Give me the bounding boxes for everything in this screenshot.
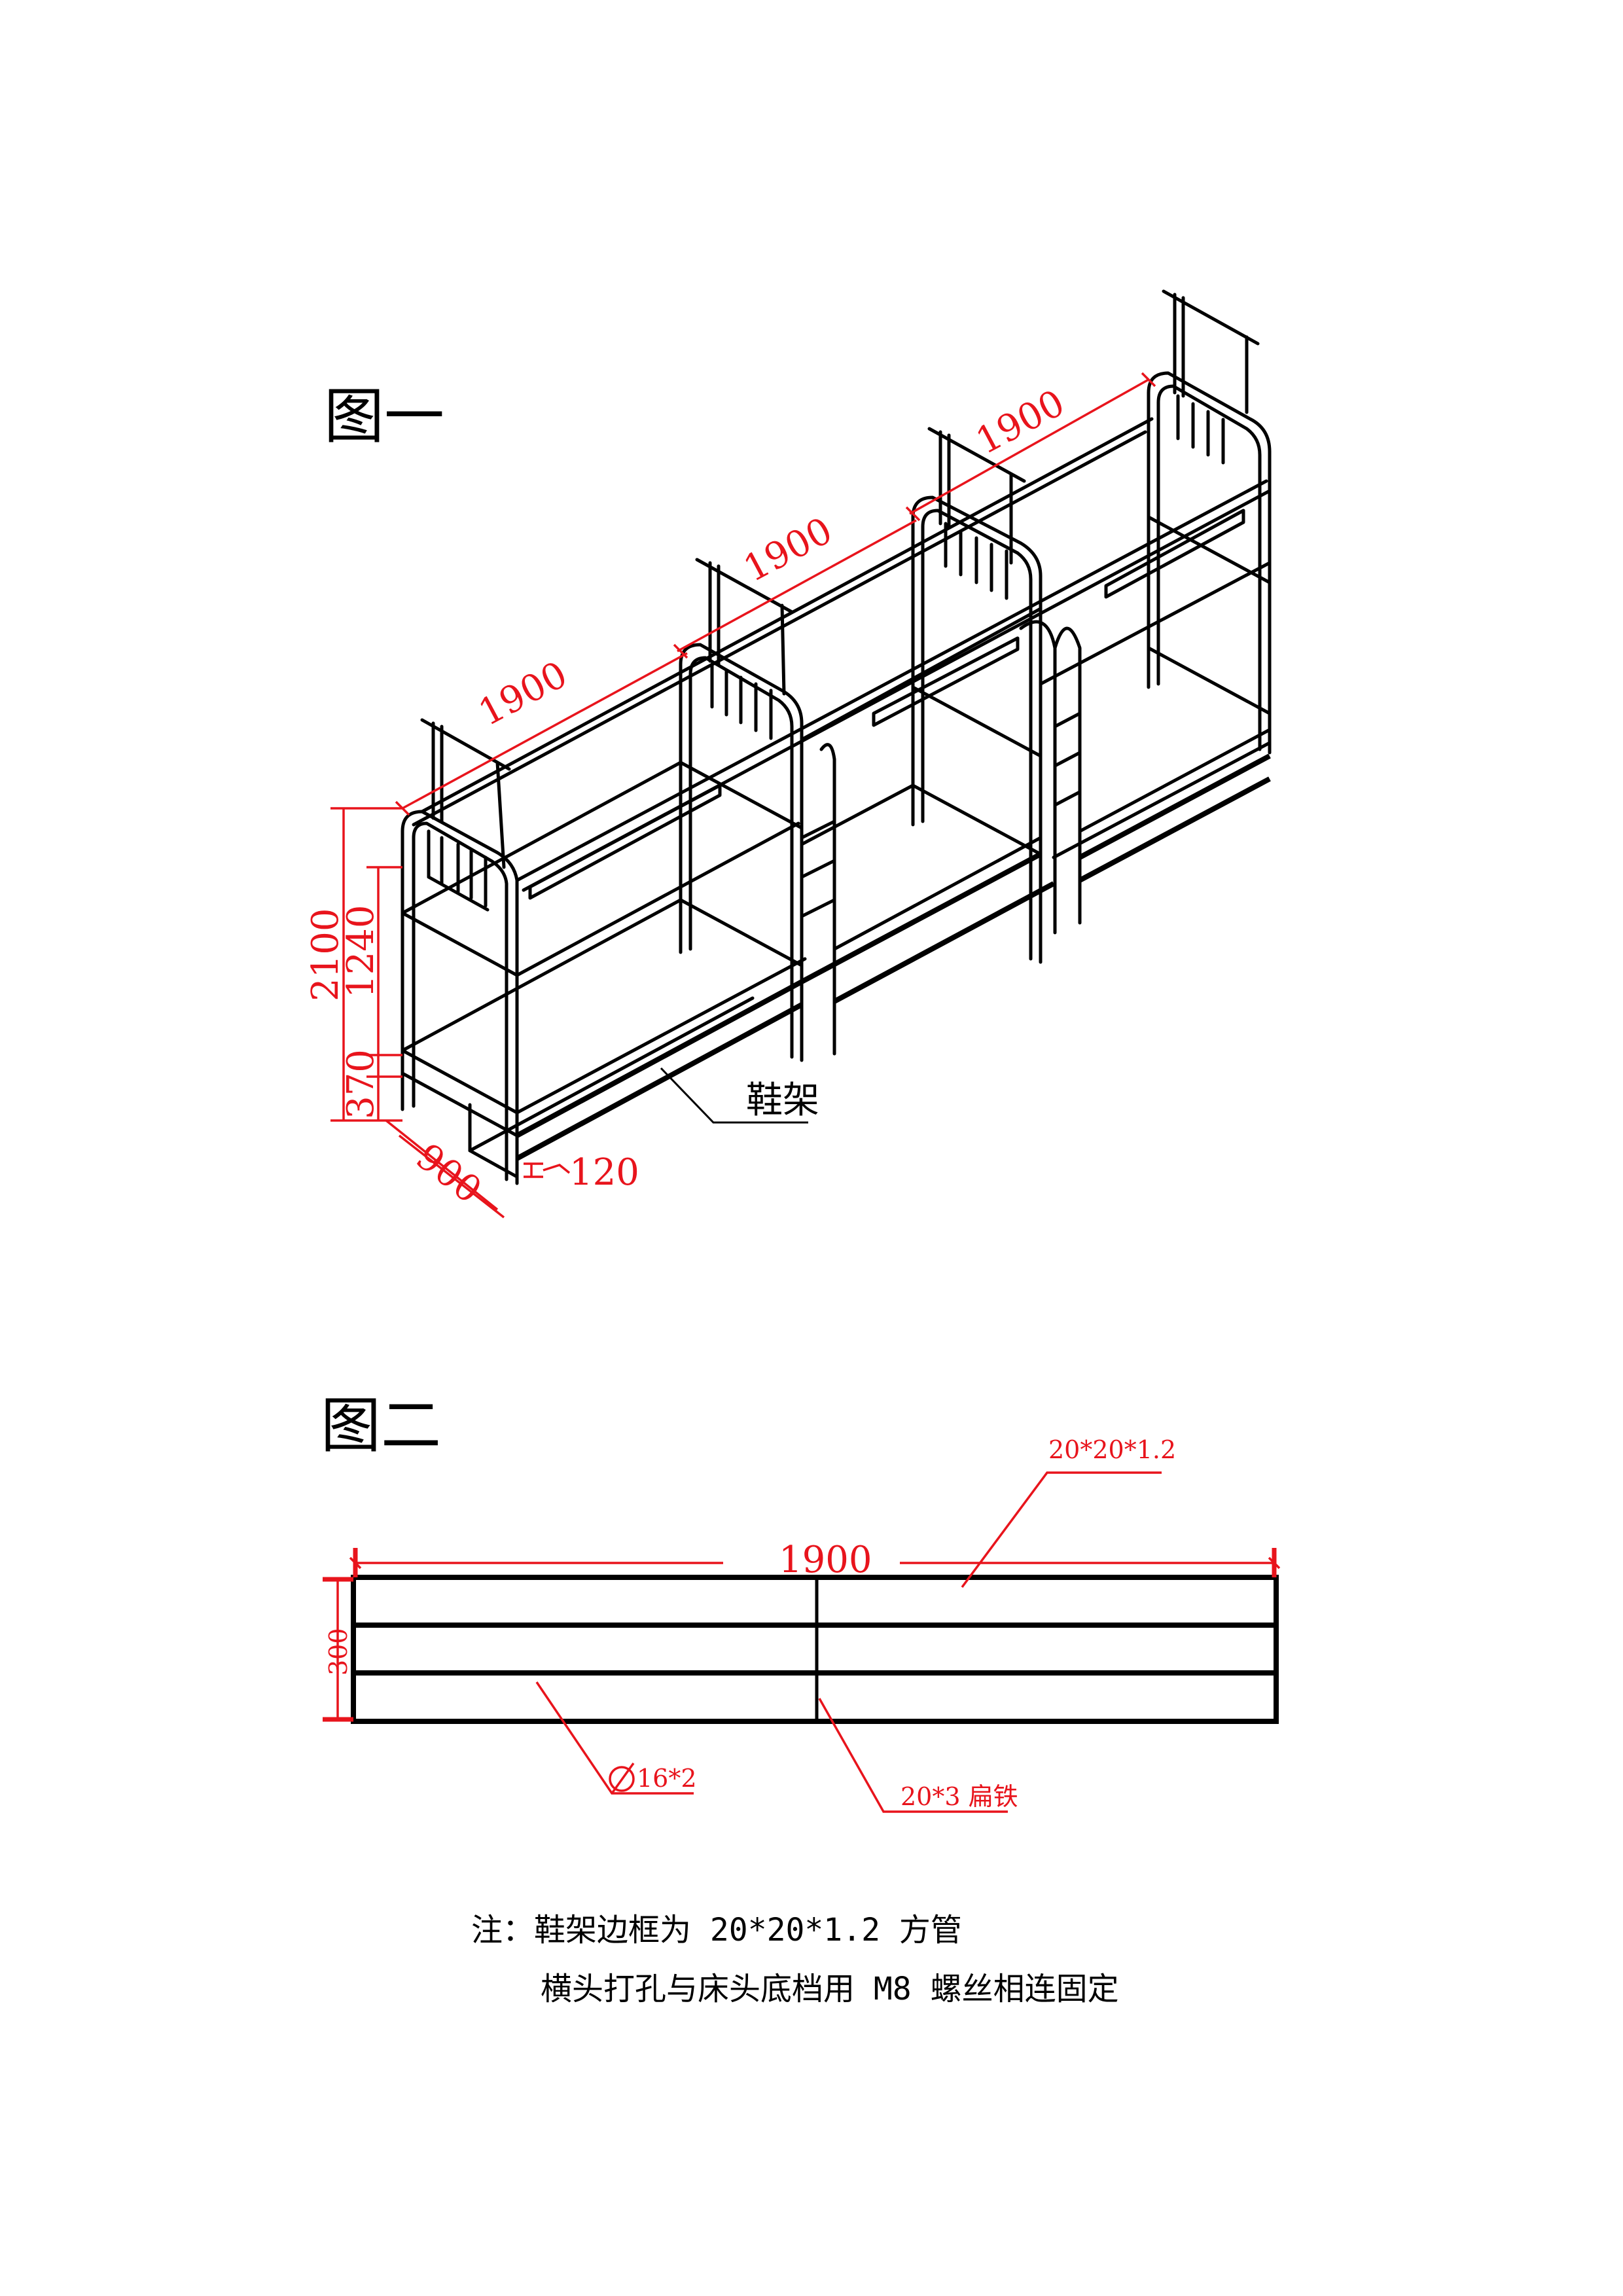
dimension-lines bbox=[330, 372, 1156, 1219]
shoe-rack-plan: 1900 300 20*20*1.2 16*2 20*3 扁铁 bbox=[323, 1435, 1281, 1813]
dim-height-upper: 1240 bbox=[340, 905, 382, 998]
front-headboard bbox=[401, 810, 519, 1185]
dim-height-total: 2100 bbox=[304, 908, 347, 1001]
note-line-1: 注：鞋架边框为 20*20*1.2 方管 bbox=[471, 1912, 962, 1948]
dim-shoe-rack-height: 120 bbox=[569, 1151, 639, 1194]
dim-height-lower: 370 bbox=[340, 1049, 382, 1119]
guard-rails bbox=[528, 509, 1245, 900]
plan-dim-length: 1900 bbox=[779, 1539, 872, 1581]
bunk-bed-drawing: 1900 1900 1900 2100 1240 370 900 120 鞋架 bbox=[304, 289, 1272, 1219]
callout-shoe-rack: 鞋架 bbox=[746, 1079, 819, 1122]
plan-dim-height: 300 bbox=[324, 1628, 353, 1676]
ladders bbox=[800, 711, 1082, 918]
bed-rails bbox=[401, 561, 1272, 1115]
callout-line-flat-iron bbox=[818, 1698, 1008, 1813]
callout-tube-spec: 20*20*1.2 bbox=[1048, 1435, 1176, 1464]
net-posts bbox=[420, 289, 1260, 869]
dim-length-2: 1900 bbox=[737, 509, 839, 590]
figure1-title: 图一 bbox=[324, 382, 444, 452]
figure2-title: 图二 bbox=[321, 1391, 441, 1461]
shoe-racks bbox=[468, 741, 1272, 1161]
note-line-2: 横头打孔与床头底档用 M8 螺丝相连固定 bbox=[541, 1971, 1119, 2007]
callout-rod-spec: 16*2 bbox=[637, 1764, 697, 1793]
rack-outer-frame bbox=[351, 1575, 1279, 1724]
callout-line-tube bbox=[961, 1471, 1162, 1588]
diameter-icon bbox=[609, 1766, 635, 1792]
top-rails bbox=[412, 417, 1272, 892]
middle-frames bbox=[679, 371, 1272, 1062]
callout-flat-iron-spec: 20*3 扁铁 bbox=[901, 1782, 1018, 1811]
